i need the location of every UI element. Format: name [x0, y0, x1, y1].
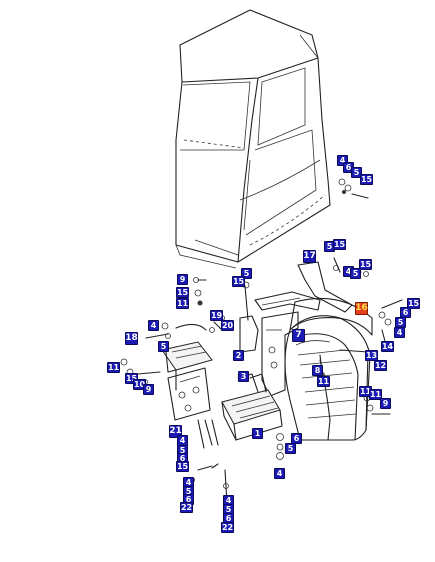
callout-22[interactable]: 22	[221, 522, 234, 533]
callout-2[interactable]: 2	[233, 350, 244, 361]
callout-4[interactable]: 4	[394, 327, 405, 338]
callout-5[interactable]: 5	[351, 167, 362, 178]
callout-15[interactable]: 15	[176, 287, 189, 298]
step-lower	[221, 373, 283, 441]
callout-15[interactable]: 15	[359, 259, 372, 270]
callout-22[interactable]: 22	[180, 502, 193, 513]
callout-15[interactable]: 15	[125, 373, 138, 384]
callout-11[interactable]: 11	[317, 376, 330, 387]
callout-3[interactable]: 3	[238, 371, 249, 382]
callout-15[interactable]: 15	[232, 276, 245, 287]
callout-18[interactable]: 18	[125, 332, 138, 345]
callout-11[interactable]: 11	[107, 362, 120, 373]
callout-5[interactable]: 5	[350, 268, 361, 279]
callout-15[interactable]: 15	[333, 239, 346, 250]
callout-14[interactable]: 14	[381, 341, 394, 352]
step-upper	[161, 341, 219, 449]
callout-13[interactable]: 13	[365, 350, 378, 361]
callout-9[interactable]: 9	[177, 274, 188, 285]
callout-19[interactable]: 19	[210, 310, 223, 321]
callout-16-highlighted[interactable]: 16	[355, 302, 368, 315]
callout-5[interactable]: 5	[285, 443, 296, 454]
cab-fasteners	[338, 178, 369, 199]
callout-12[interactable]: 12	[374, 360, 387, 371]
callout-6[interactable]: 6	[291, 433, 302, 444]
callout-17[interactable]: 17	[303, 250, 316, 263]
callout-9[interactable]: 9	[380, 398, 391, 409]
callout-1[interactable]: 1	[252, 428, 263, 439]
callout-20[interactable]: 20	[221, 320, 234, 331]
callout-15[interactable]: 15	[360, 174, 373, 185]
fender-assembly	[254, 261, 373, 441]
callout-9[interactable]: 9	[143, 384, 154, 395]
callout-4[interactable]: 4	[337, 155, 348, 166]
callout-7[interactable]: 7	[292, 329, 305, 342]
callout-15[interactable]: 15	[407, 298, 420, 309]
callout-5[interactable]: 5	[241, 268, 252, 279]
mounting-brackets	[239, 281, 299, 397]
callout-11[interactable]: 11	[176, 298, 189, 309]
callout-8[interactable]: 8	[312, 365, 323, 376]
callout-21[interactable]: 21	[169, 425, 182, 438]
callout-11[interactable]: 11	[369, 389, 382, 400]
callout-15[interactable]: 15	[176, 461, 189, 472]
callout-5[interactable]: 5	[158, 341, 169, 352]
callout-4[interactable]: 4	[274, 468, 285, 479]
cab-outline	[175, 9, 331, 269]
callout-4[interactable]: 4	[148, 320, 159, 331]
